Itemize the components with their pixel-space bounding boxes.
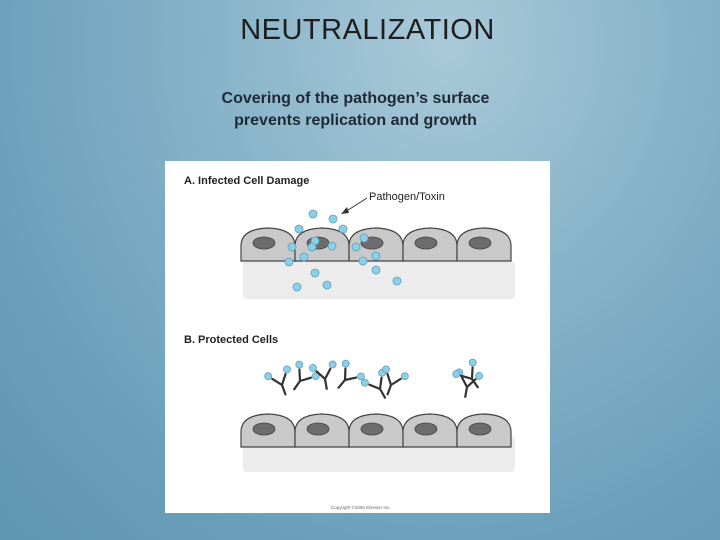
copyright-note: Copyright ©2006 Elsevier Inc. <box>331 505 391 510</box>
pathogen-16 <box>372 266 380 274</box>
pathogen-10 <box>352 243 360 251</box>
panel-a-label: A. Infected Cell Damage <box>184 175 309 187</box>
panel-a-nucleus-4 <box>415 237 437 249</box>
neutralization-figure: A. Infected Cell Damage Pathogen/Toxin B… <box>165 161 550 513</box>
pathogen-11 <box>300 253 308 261</box>
bound-pathogen-2a <box>294 360 304 370</box>
antibody-shape-5 <box>369 378 391 401</box>
antibody-8 <box>451 358 488 395</box>
panel-a-nucleus-1 <box>253 237 275 249</box>
pathogen-12 <box>285 258 293 266</box>
pathogen-6 <box>360 234 368 242</box>
antibody-shape-6 <box>381 374 401 397</box>
pathogen-8 <box>308 243 316 251</box>
pathogen-1 <box>309 210 317 218</box>
bound-pathogen-6b <box>400 372 409 381</box>
panel-b-nucleus-5 <box>469 423 491 435</box>
pathogen-15 <box>311 269 319 277</box>
antibody-1 <box>264 365 298 399</box>
pathogen-2 <box>329 215 337 223</box>
callout-arrowhead <box>341 207 349 214</box>
bound-pathogen-1a <box>264 372 273 381</box>
panel-b-cells <box>241 414 511 447</box>
panel-a-tissue <box>243 261 515 299</box>
antibody-shape-1 <box>272 374 292 397</box>
pathogen-callout-label: Pathogen/Toxin <box>369 191 445 203</box>
bound-pathogen-3b <box>329 360 337 368</box>
bound-pathogen-1b <box>282 365 291 374</box>
bound-pathogen-8b <box>468 358 478 368</box>
pathogen-9 <box>328 242 336 250</box>
pathogen-4 <box>339 225 347 233</box>
antibody-shape-4 <box>333 369 356 393</box>
subtitle-line-2: prevents replication and growth <box>0 110 711 132</box>
panel-b-nucleus-4 <box>415 423 437 435</box>
pathogen-17 <box>293 283 301 291</box>
panel-a-nucleus-5 <box>469 237 491 249</box>
slide-title: NEUTRALIZATION <box>0 14 720 47</box>
panel-b-antibodies <box>264 358 489 405</box>
callout-arrow-line <box>345 198 367 212</box>
pathogen-3 <box>295 225 303 233</box>
panel-b-nucleus-1 <box>253 423 275 435</box>
antibody-shape-3 <box>317 369 334 390</box>
subtitle-line-1: Covering of the pathogen’s surface <box>0 88 711 110</box>
pathogen-18 <box>323 281 331 289</box>
pathogen-7 <box>288 243 296 251</box>
pathogen-19 <box>393 277 401 285</box>
panel-b-nucleus-3 <box>361 423 383 435</box>
pathogen-14 <box>359 257 367 265</box>
antibody-shape-2 <box>289 370 311 394</box>
panel-b-nucleus-2 <box>307 423 329 435</box>
slide-subtitle: Covering of the pathogen’s surface preve… <box>0 88 711 132</box>
panel-b-label: B. Protected Cells <box>184 334 278 346</box>
pathogen-13 <box>372 252 380 260</box>
bound-pathogen-4a <box>341 359 351 369</box>
